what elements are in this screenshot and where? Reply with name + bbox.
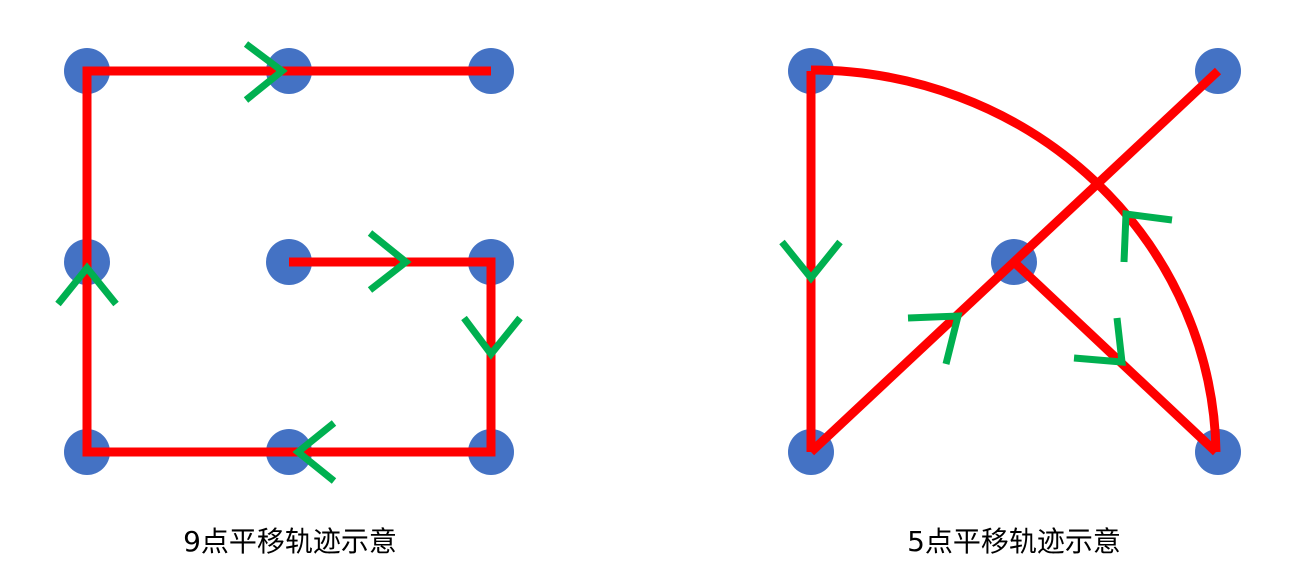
arrow-up-right-icon (907, 312, 963, 365)
diagram-9-point (55, 41, 523, 484)
direction-arrows-5 (779, 210, 1173, 366)
caption-5-point: 5点平移轨迹示意 (907, 525, 1121, 558)
caption-9-point: 9点平移轨迹示意 (183, 525, 397, 558)
arrow-down-right-icon (1073, 317, 1126, 366)
trajectory-9 (82, 66, 496, 457)
arrow-down-icon (779, 239, 843, 284)
arrow-left-icon (292, 420, 337, 484)
diagram-5-point (779, 48, 1241, 475)
arrow-right-icon (367, 230, 412, 293)
direction-arrows-9 (55, 41, 523, 484)
arrow-down-icon (461, 315, 523, 360)
trajectory-5-center-to-bottom-right (1010, 258, 1220, 456)
arrow-right-icon (243, 41, 288, 103)
arrow-up-icon (55, 262, 119, 307)
arrow-up-icon (1120, 210, 1173, 263)
trajectory-5-arc (810, 65, 1221, 453)
